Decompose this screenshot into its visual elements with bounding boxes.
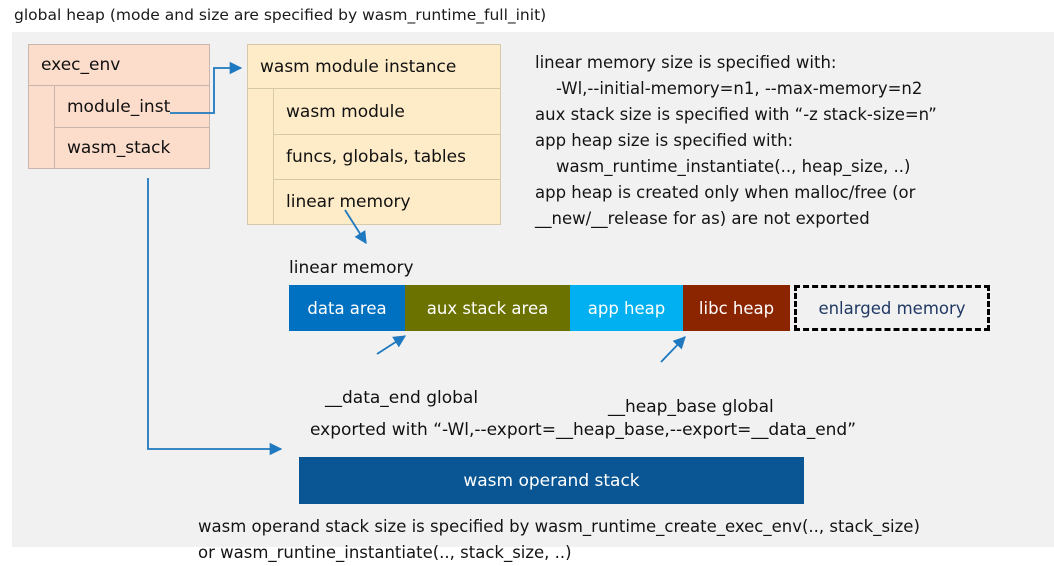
segment-app-heap: app heap — [570, 285, 683, 331]
module-instance-field-wasm-module: wasm module — [286, 101, 405, 122]
module-instance-rows: wasm module funcs, globals, tables linea… — [274, 89, 500, 224]
module-instance-box: wasm module instance wasm module funcs, … — [247, 44, 501, 225]
segment-enlarged-memory: enlarged memory — [794, 285, 990, 331]
module-instance-field-linear-memory: linear memory — [274, 179, 500, 224]
operand-stack-bar: wasm operand stack — [299, 457, 804, 504]
exec-env-field-wasm-stack: wasm_stack — [55, 127, 209, 168]
annotation-data-end: __data_end global — [325, 388, 479, 408]
module-instance-body: wasm module funcs, globals, tables linea… — [248, 89, 500, 224]
linear-memory-label: linear memory — [289, 258, 414, 278]
exec-env-gutter — [29, 86, 55, 168]
linear-memory-note: linear memory size is specified with: -W… — [535, 53, 937, 228]
annotation-heap-base: __heap_base global — [608, 397, 774, 417]
segment-libc-heap: libc heap — [683, 285, 790, 331]
diagram-canvas: exec_env module_inst wasm_stack wasm mod… — [12, 32, 1054, 562]
exec-env-body: module_inst wasm_stack — [29, 86, 209, 168]
exec-env-box: exec_env module_inst wasm_stack — [28, 44, 210, 169]
segment-aux-stack-area: aux stack area — [405, 285, 570, 331]
exec-env-rows: module_inst wasm_stack — [55, 86, 209, 168]
annotation-exported: exported with “-Wl,--export=__heap_base,… — [310, 420, 857, 440]
page-title: global heap (mode and size are specified… — [14, 6, 547, 24]
module-instance-gutter — [248, 89, 274, 224]
segment-data-area: data area — [289, 285, 405, 331]
module-instance-header: wasm module instance — [248, 45, 500, 89]
linear-memory-bar: data area aux stack area app heap libc h… — [289, 285, 990, 331]
operand-stack-note: wasm operand stack size is specified by … — [198, 517, 920, 562]
module-instance-field-funcs-globals-tables: funcs, globals, tables — [274, 134, 500, 179]
exec-env-header: exec_env — [29, 45, 209, 86]
exec-env-field-module-inst: module_inst — [67, 96, 171, 117]
